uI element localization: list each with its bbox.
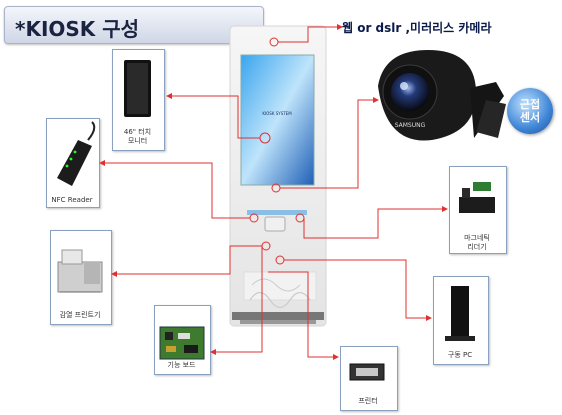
printer-icon (349, 363, 385, 381)
magnetic-reader-caption: 마그네틱 리더기 (449, 234, 505, 252)
kiosk-screen (240, 54, 315, 186)
thermal-printer-icon (57, 249, 103, 293)
camera-icon: SAMSUNG (378, 50, 506, 141)
pc-caption: 구동 PC (447, 351, 473, 359)
monitor-caption-line2: 모니터 (127, 137, 148, 145)
title-bar: *KIOSK 구성 (4, 6, 264, 44)
nfc-caption: NFC Reader (51, 196, 93, 204)
camera-label: 웹 or dslr ,미러리스 카메라 (342, 21, 492, 35)
monitor-caption: 46" 터치 모니터 (112, 128, 163, 146)
camera-brand: SAMSUNG (395, 122, 426, 129)
screen-text: KIOSK SYSTEM (262, 111, 292, 116)
sensor-line2: 센서 (519, 111, 541, 124)
magnetic-reader-box (449, 166, 507, 254)
function-board-icon (159, 326, 205, 360)
magnetic-caption-line1: 마그네틱 (464, 234, 490, 242)
printer-caption: 프린터 (358, 397, 378, 405)
magnetic-reader-icon (459, 182, 495, 213)
monitor-caption-line1: 46" 터치 (123, 128, 152, 136)
connector-lines (99, 24, 448, 360)
sensor-line1: 근접 (519, 98, 541, 111)
nfc-reader-icon (57, 121, 96, 186)
monitor-icon (124, 60, 151, 117)
kiosk-unit: KIOSK SYSTEM (229, 25, 327, 327)
thermal-printer-caption: 감열 프린트기 (59, 311, 101, 319)
proximity-sensor-badge: 근접 센서 (507, 88, 553, 134)
magnetic-caption-line2: 리더기 (467, 243, 487, 251)
page-title: *KIOSK 구성 (15, 17, 140, 41)
pc-icon (445, 286, 475, 341)
function-board-caption: 기능 보드 (167, 361, 196, 369)
